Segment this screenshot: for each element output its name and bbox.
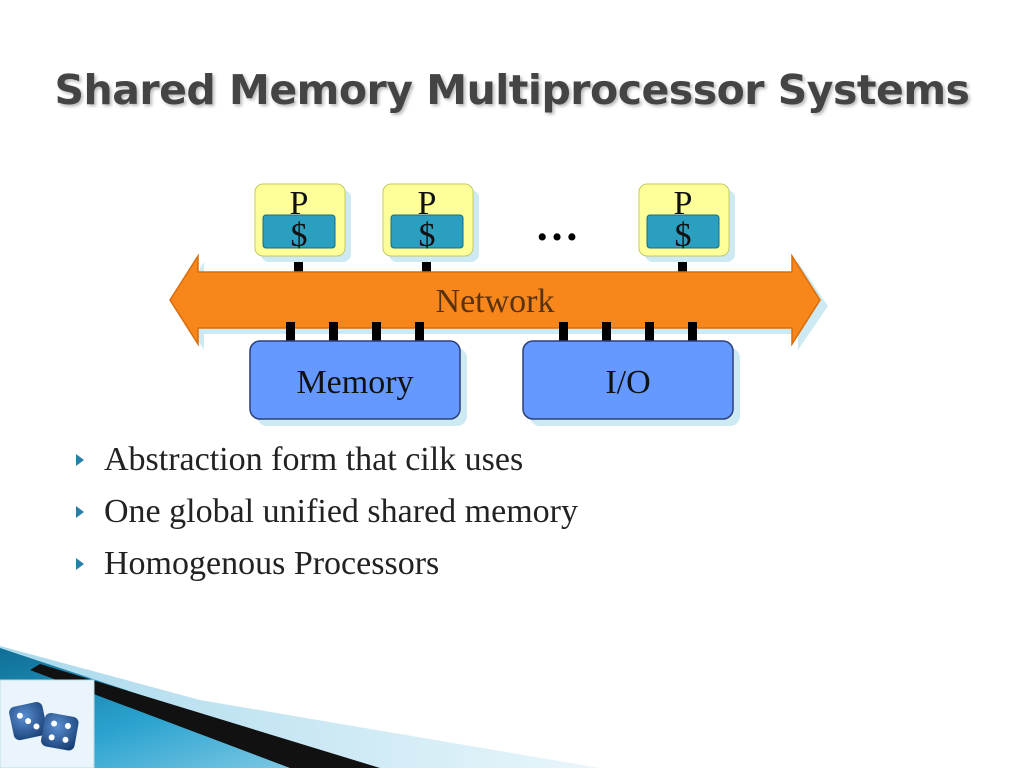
bullet-item: One global unified shared memory	[76, 486, 578, 538]
cache-label: $	[675, 217, 692, 254]
processor-node: P $	[382, 183, 479, 262]
bus-connectors	[286, 322, 697, 344]
cpu-label: P	[674, 185, 693, 222]
cache-block	[646, 214, 720, 249]
memory-label: Memory	[296, 364, 413, 401]
triangle-bullet-icon	[76, 506, 84, 518]
processor-node: P $	[254, 183, 351, 262]
dice-icon	[0, 679, 95, 768]
bullet-item: Homogenous Processors	[76, 538, 578, 590]
cpu-label: P	[290, 185, 309, 222]
bullet-text: Homogenous Processors	[104, 545, 440, 582]
slide-title: Shared Memory Multiprocessor Systems	[54, 66, 970, 114]
bullet-list: Abstraction form that cilk uses One glob…	[76, 434, 578, 590]
cache-label: $	[291, 217, 308, 254]
memory-block: Memory	[249, 340, 467, 426]
footer-decoration	[0, 646, 600, 768]
cache-block	[262, 214, 336, 249]
io-label: I/O	[605, 364, 650, 401]
network-bus: Network	[169, 253, 828, 350]
cache-block	[390, 214, 464, 249]
processor-node: P $	[638, 183, 735, 262]
bullet-text: Abstraction form that cilk uses	[104, 441, 524, 478]
ellipsis: …	[535, 201, 579, 250]
bullet-text: One global unified shared memory	[104, 493, 578, 530]
triangle-bullet-icon	[76, 454, 84, 466]
cache-label: $	[419, 217, 436, 254]
io-block: I/O	[522, 340, 740, 426]
triangle-bullet-icon	[76, 558, 84, 570]
bullet-item: Abstraction form that cilk uses	[76, 434, 578, 486]
network-label: Network	[436, 283, 555, 320]
cpu-label: P	[418, 185, 437, 222]
